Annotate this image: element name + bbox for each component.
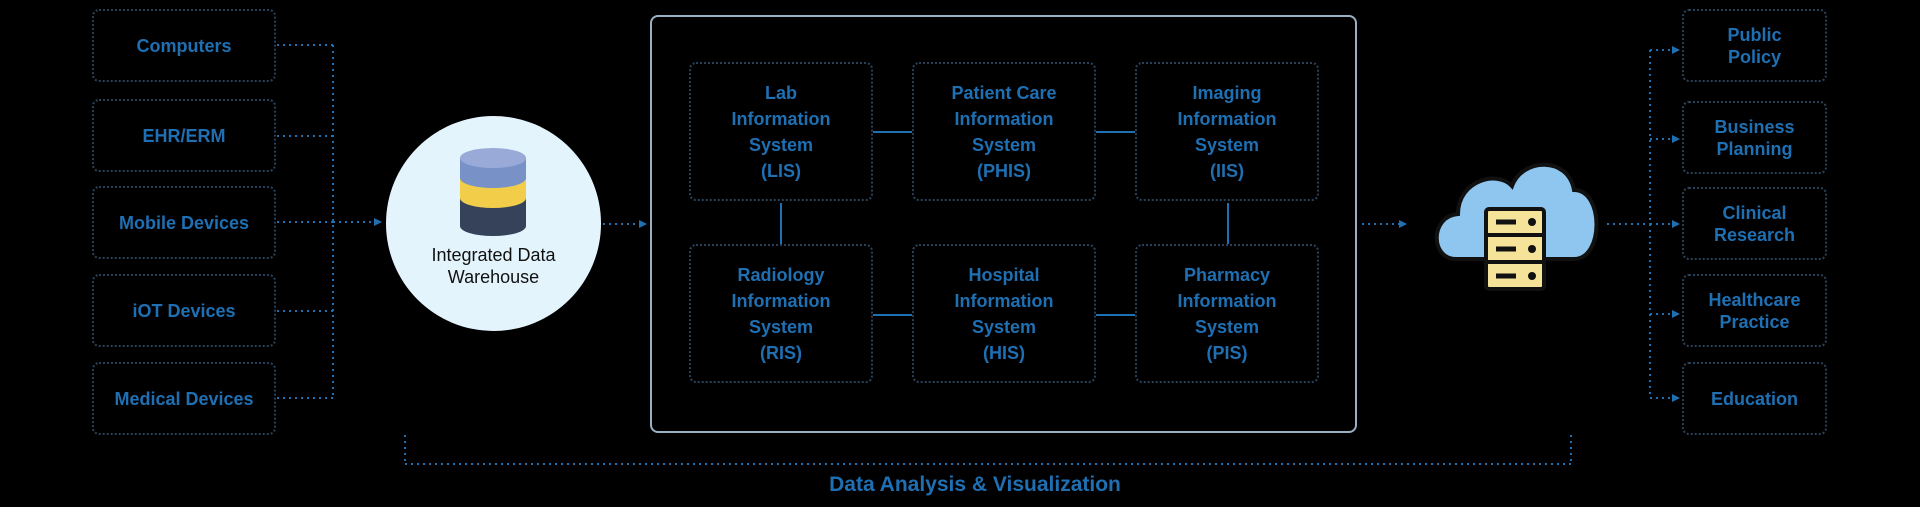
input-mobile-devices-label: Mobile Devices: [118, 212, 250, 233]
system-links: [780, 131, 1229, 316]
system-iis: Imaging Information System (IIS): [1135, 62, 1319, 201]
output-education-label: Education: [1710, 388, 1798, 409]
output-healthcare-practice-label: Healthcare Practice: [1708, 289, 1801, 332]
analysis-bracket: [404, 435, 1572, 465]
output-clinical-research-label: Clinical Research: [1713, 202, 1796, 245]
system-pis: Pharmacy Information System (PIS): [1135, 244, 1319, 383]
output-connectors: [1607, 46, 1680, 402]
input-iot-devices-label: iOT Devices: [132, 300, 236, 321]
input-ehr-erm: EHR/ERM: [92, 99, 276, 172]
integrated-data-warehouse: Integrated Data Warehouse: [386, 116, 601, 331]
output-business-planning: Business Planning: [1682, 101, 1827, 174]
system-iis-label: Imaging Information System (IIS): [1177, 82, 1277, 181]
output-public-policy: Public Policy: [1682, 9, 1827, 82]
system-his-label: Hospital Information System (HIS): [954, 264, 1054, 363]
warehouse-label: Integrated Data Warehouse: [431, 245, 556, 287]
system-pis-label: Pharmacy Information System (PIS): [1177, 264, 1277, 363]
output-healthcare-practice: Healthcare Practice: [1682, 274, 1827, 347]
input-connectors: [277, 44, 382, 399]
output-business-planning-label: Business Planning: [1714, 116, 1795, 159]
output-public-policy-label: Public Policy: [1727, 24, 1782, 67]
system-ris: Radiology Information System (RIS): [689, 244, 873, 383]
input-computers-label: Computers: [136, 35, 232, 56]
input-medical-devices: Medical Devices: [92, 362, 276, 435]
input-mobile-devices: Mobile Devices: [92, 186, 276, 259]
information-systems-frame: [650, 15, 1357, 433]
system-phis-label: Patient Care Information System (PHIS): [951, 82, 1057, 181]
system-his: Hospital Information System (HIS): [912, 244, 1096, 383]
input-computers: Computers: [92, 9, 276, 82]
cloud-server-icon: [1434, 162, 1599, 291]
system-phis: Patient Care Information System (PHIS): [912, 62, 1096, 201]
data-analysis-label: Data Analysis & Visualization: [829, 473, 1121, 496]
database-icon: [460, 148, 526, 236]
system-lis: Lab Information System (LIS): [689, 62, 873, 201]
input-ehr-erm-label: EHR/ERM: [142, 125, 226, 146]
system-lis-label: Lab Information System (LIS): [731, 82, 831, 181]
system-ris-label: Radiology Information System (RIS): [731, 264, 831, 363]
output-education: Education: [1682, 362, 1827, 435]
input-medical-devices-label: Medical Devices: [114, 388, 254, 409]
input-iot-devices: iOT Devices: [92, 274, 276, 347]
output-clinical-research: Clinical Research: [1682, 187, 1827, 260]
